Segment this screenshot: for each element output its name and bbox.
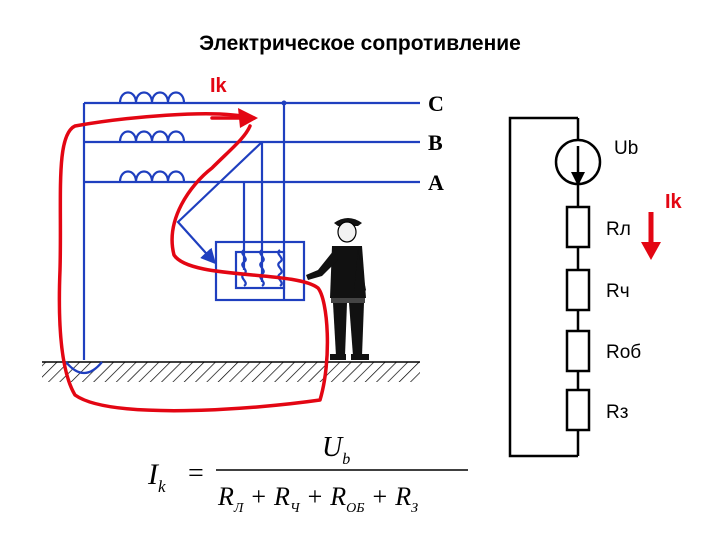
formula-denominator: RЛ+RЧ+RОБ+RЗ <box>217 482 418 516</box>
winding-b-icon <box>118 130 186 143</box>
formula: Ik = Ub RЛ+RЧ+RОБ+RЗ <box>147 432 468 516</box>
leg <box>333 303 347 356</box>
den-sub-l: Л <box>233 501 245 516</box>
circuit-current-label: Ik <box>665 191 683 213</box>
boot <box>330 354 346 360</box>
phase-label-c: C <box>428 91 444 116</box>
resistor-label-rob: Rоб <box>606 342 641 363</box>
resistor-rz <box>565 388 591 432</box>
fault-current-label: Ik <box>210 75 228 97</box>
leg <box>349 303 364 356</box>
formula-equals: = <box>188 458 204 489</box>
den-term-r: R <box>394 482 411 511</box>
coil-icon <box>241 249 247 287</box>
den-plus: + <box>373 482 388 511</box>
den-term-r: R <box>273 482 290 511</box>
den-sub-ob: ОБ <box>346 501 364 516</box>
den-sub-ch: Ч <box>290 501 301 516</box>
formula-lhs-sub: k <box>158 477 166 496</box>
formula-lhs-main: I <box>147 458 160 491</box>
resistor-label-rl: Rл <box>606 219 631 240</box>
den-plus: + <box>308 482 323 511</box>
coil-icon <box>259 249 265 287</box>
belt <box>331 298 365 303</box>
resistor-rch <box>565 268 591 312</box>
source-label: Ub <box>614 138 638 159</box>
earth-electrode-icon <box>65 361 103 375</box>
winding-a-icon <box>118 170 186 183</box>
formula-lhs: Ik <box>147 458 166 496</box>
arm-touching <box>306 250 338 280</box>
supply-lines <box>65 91 420 375</box>
fault-current-path <box>57 108 330 413</box>
resistor-rl <box>565 205 591 249</box>
coil-icon <box>277 249 283 287</box>
den-sub-z: З <box>411 501 418 516</box>
den-term-r: R <box>329 482 346 511</box>
page-title: Электрическое сопротивление <box>199 32 521 55</box>
resistor-label-rz: Rз <box>606 402 628 423</box>
resistor-label-rch: Rч <box>606 281 630 302</box>
arm <box>354 250 366 300</box>
winding-c-icon <box>118 91 186 104</box>
boot <box>351 354 369 360</box>
circuit-loop-left <box>508 116 578 458</box>
fault-loop <box>57 112 330 413</box>
formula-numerator: Ub <box>322 432 350 468</box>
formula-numerator-sub: b <box>342 451 350 468</box>
phase-label-b: B <box>428 130 443 155</box>
source-arrow-icon <box>571 172 585 186</box>
resistor-rob <box>565 329 591 373</box>
person-icon <box>306 218 369 360</box>
head <box>337 221 357 243</box>
den-plus: + <box>251 482 266 511</box>
fault-arrow-icon <box>238 108 258 128</box>
breakdown-arrow-icon <box>176 141 263 265</box>
formula-numerator-main: U <box>322 432 344 463</box>
phase-label-a: A <box>428 170 444 195</box>
circuit-current-arrow-icon <box>641 242 661 260</box>
junction-dot <box>281 100 287 106</box>
den-term-r: R <box>217 482 234 511</box>
equivalent-circuit <box>508 116 602 458</box>
